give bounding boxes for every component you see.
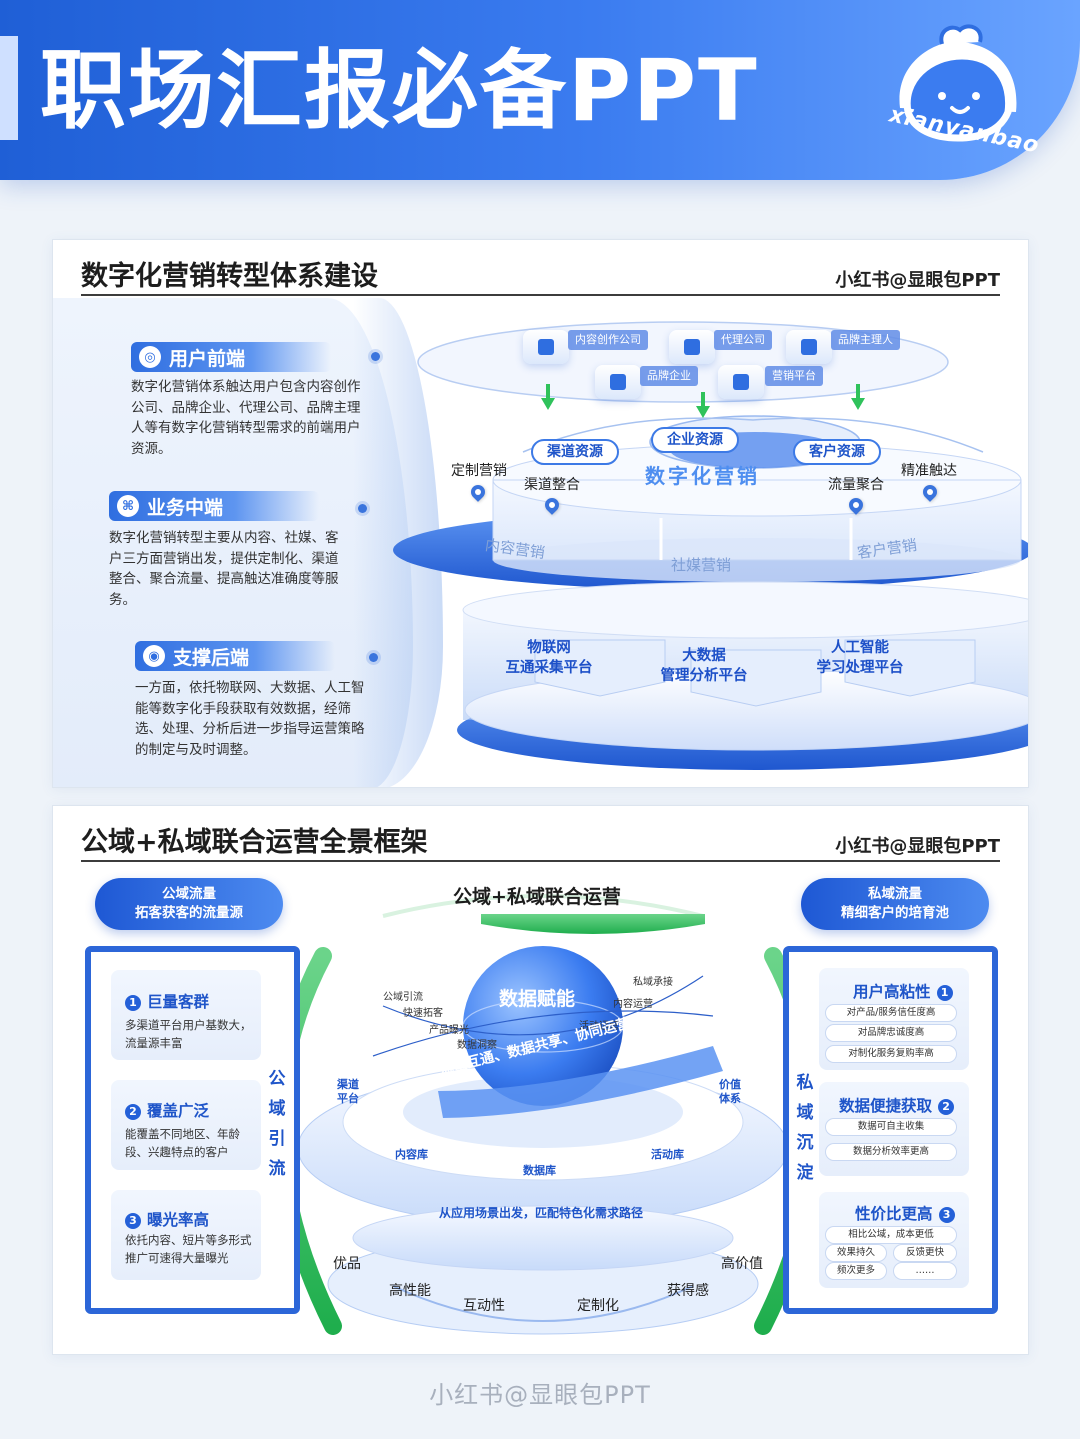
service-label: 定制营销 <box>451 460 507 480</box>
node-tag: 代理公司 <box>714 330 772 350</box>
node-tag: 品牌企业 <box>640 366 698 386</box>
service-label: 流量聚合 <box>828 474 884 494</box>
down-arrow-icon <box>696 406 710 418</box>
company-building-icon <box>523 330 569 364</box>
private-traffic-cap: 私域流量 精细客户的培育池 <box>801 878 989 930</box>
section-dot <box>369 653 378 662</box>
public-traffic-cap: 公域流量 拓客获客的流量源 <box>95 878 283 930</box>
center-title: 公域+私域联合运营 <box>453 882 621 909</box>
globe-word: 数据赋能 <box>499 984 575 1011</box>
node-tag: 内容创作公司 <box>568 330 648 350</box>
public-drainage-vertical: 公域引流 <box>267 1064 287 1184</box>
card1-signature: 小红书@显眼包PPT <box>835 266 1000 292</box>
brand-shield-icon <box>595 365 641 399</box>
feature-chip: 对品牌忠诚度高 <box>825 1024 957 1042</box>
ring-label: 内容库 <box>395 1146 428 1162</box>
globe-label: 内容运营 <box>613 995 653 1010</box>
down-arrow-icon <box>541 398 555 410</box>
feature-chip: 反馈更快 <box>893 1244 957 1262</box>
agency-people-icon <box>669 330 715 364</box>
platform-bank-icon <box>718 365 764 399</box>
service-label: 精准触达 <box>901 460 957 480</box>
resource-pill: 渠道资源 <box>531 439 619 465</box>
banner-accent-stripe <box>0 36 18 140</box>
section-text: 数字化营销转型主要从内容、社媒、客户三方面营销出发，提供定制化、渠道整合、聚合流… <box>109 528 349 610</box>
ring-word: 社媒营销 <box>671 554 731 575</box>
target-icon: ◎ <box>139 346 161 368</box>
handshake-icon: ⌘ <box>117 495 139 517</box>
left-item-text: 能覆盖不同地区、年龄段、兴趣特点的客户 <box>125 1125 255 1161</box>
bottom-label: 定制化 <box>577 1295 619 1315</box>
private-retention-vertical: 私域沉淀 <box>795 1068 815 1188</box>
page-title: 职场汇报必备PPT <box>40 36 759 146</box>
service-label: 渠道整合 <box>524 474 580 494</box>
feature-chip: 对制化服务复购率高 <box>825 1045 957 1063</box>
section-title: 业务中端 <box>147 493 223 520</box>
resource-pill: 企业资源 <box>651 427 739 453</box>
feature-chip: 数据分析效率更高 <box>825 1143 957 1161</box>
feature-chip: 效果持久 <box>825 1244 887 1262</box>
footer-signature: 小红书@显眼包PPT <box>0 1375 1080 1410</box>
platform-ai: 人工智能 学习处理平台 <box>810 638 910 678</box>
bottom-label: 优品 <box>333 1253 361 1273</box>
feature-chip: 相比公域，成本更低 <box>825 1226 957 1244</box>
owner-person-icon <box>786 330 832 364</box>
section-title: 支撑后端 <box>173 643 249 670</box>
down-arrow-icon <box>851 398 865 410</box>
marketing-system-diagram <box>383 310 1029 788</box>
card1-divider <box>81 294 1000 296</box>
section-dot <box>371 352 380 361</box>
ring-label: 渠道平台 <box>337 1078 365 1106</box>
card2-title: 公域+私域联合运营全景框架 <box>81 820 428 859</box>
section-title: 用户前端 <box>169 344 245 371</box>
section-support-back: ◉ 支撑后端 <box>135 641 335 671</box>
section-text: 数字化营销体系触达用户包含内容创作公司、品牌企业、代理公司、品牌主理人等有数字化… <box>131 377 367 459</box>
node-tag: 营销平台 <box>765 366 823 386</box>
card2-signature: 小红书@显眼包PPT <box>835 832 1000 858</box>
platform-bigdata: 大数据 管理分析平台 <box>654 646 754 686</box>
bottom-label: 高性能 <box>389 1280 431 1300</box>
globe-label: 公域引流 <box>383 988 423 1003</box>
section-text: 一方面，依托物联网、大数据、人工智能等数字化手段获取有效数据，经筛选、处理、分析… <box>135 678 371 760</box>
globe-label: 产品曝光 <box>429 1021 469 1036</box>
public-private-card: 公域+私域联合运营全景框架 小红书@显眼包PPT 公域+私域联合运营 <box>52 805 1029 1355</box>
feature-chip: 频次更多 <box>825 1262 887 1280</box>
bottom-label: 获得感 <box>667 1280 709 1300</box>
left-item-text: 依托内容、短片等多形式推广可速得大量曝光 <box>125 1231 255 1267</box>
bottom-label: 高价值 <box>721 1253 763 1273</box>
section-dot <box>358 504 367 513</box>
section-business-middle: ⌘ 业务中端 <box>109 491 319 521</box>
node-tag: 品牌主理人 <box>831 330 900 350</box>
feature-chip: 对产品/服务信任度高 <box>825 1004 957 1022</box>
resource-pill: 客户资源 <box>793 439 881 465</box>
card2-divider <box>81 860 1000 862</box>
ring-label: 数据库 <box>523 1162 556 1178</box>
bottom-arc-text: 从应用场景出发，匹配特色化需求路径 <box>439 1204 643 1221</box>
globe-label: 私域承接 <box>633 973 673 988</box>
joint-operation-diagram <box>253 886 833 1355</box>
digital-marketing-card: 数字化营销转型体系建设 小红书@显眼包PPT ◎ 用户前端 数字化营销体系触达用… <box>52 239 1029 788</box>
feature-chip: …… <box>893 1262 957 1280</box>
bottom-label: 互动性 <box>463 1295 505 1315</box>
gear-icon: ◉ <box>143 645 165 667</box>
card1-title: 数字化营销转型体系建设 <box>81 254 378 293</box>
left-item-text: 多渠道平台用户基数大，流量源丰富 <box>125 1016 261 1052</box>
section-user-front: ◎ 用户前端 <box>131 342 331 372</box>
feature-chip: 数据可自主收集 <box>825 1118 957 1136</box>
globe-label: 快速拓客 <box>403 1004 443 1019</box>
ring-label: 活动库 <box>651 1146 684 1162</box>
center-word: 数字化营销 <box>645 460 760 489</box>
platform-iot: 物联网 互通采集平台 <box>499 638 599 678</box>
ring-label: 价值体系 <box>719 1078 747 1106</box>
